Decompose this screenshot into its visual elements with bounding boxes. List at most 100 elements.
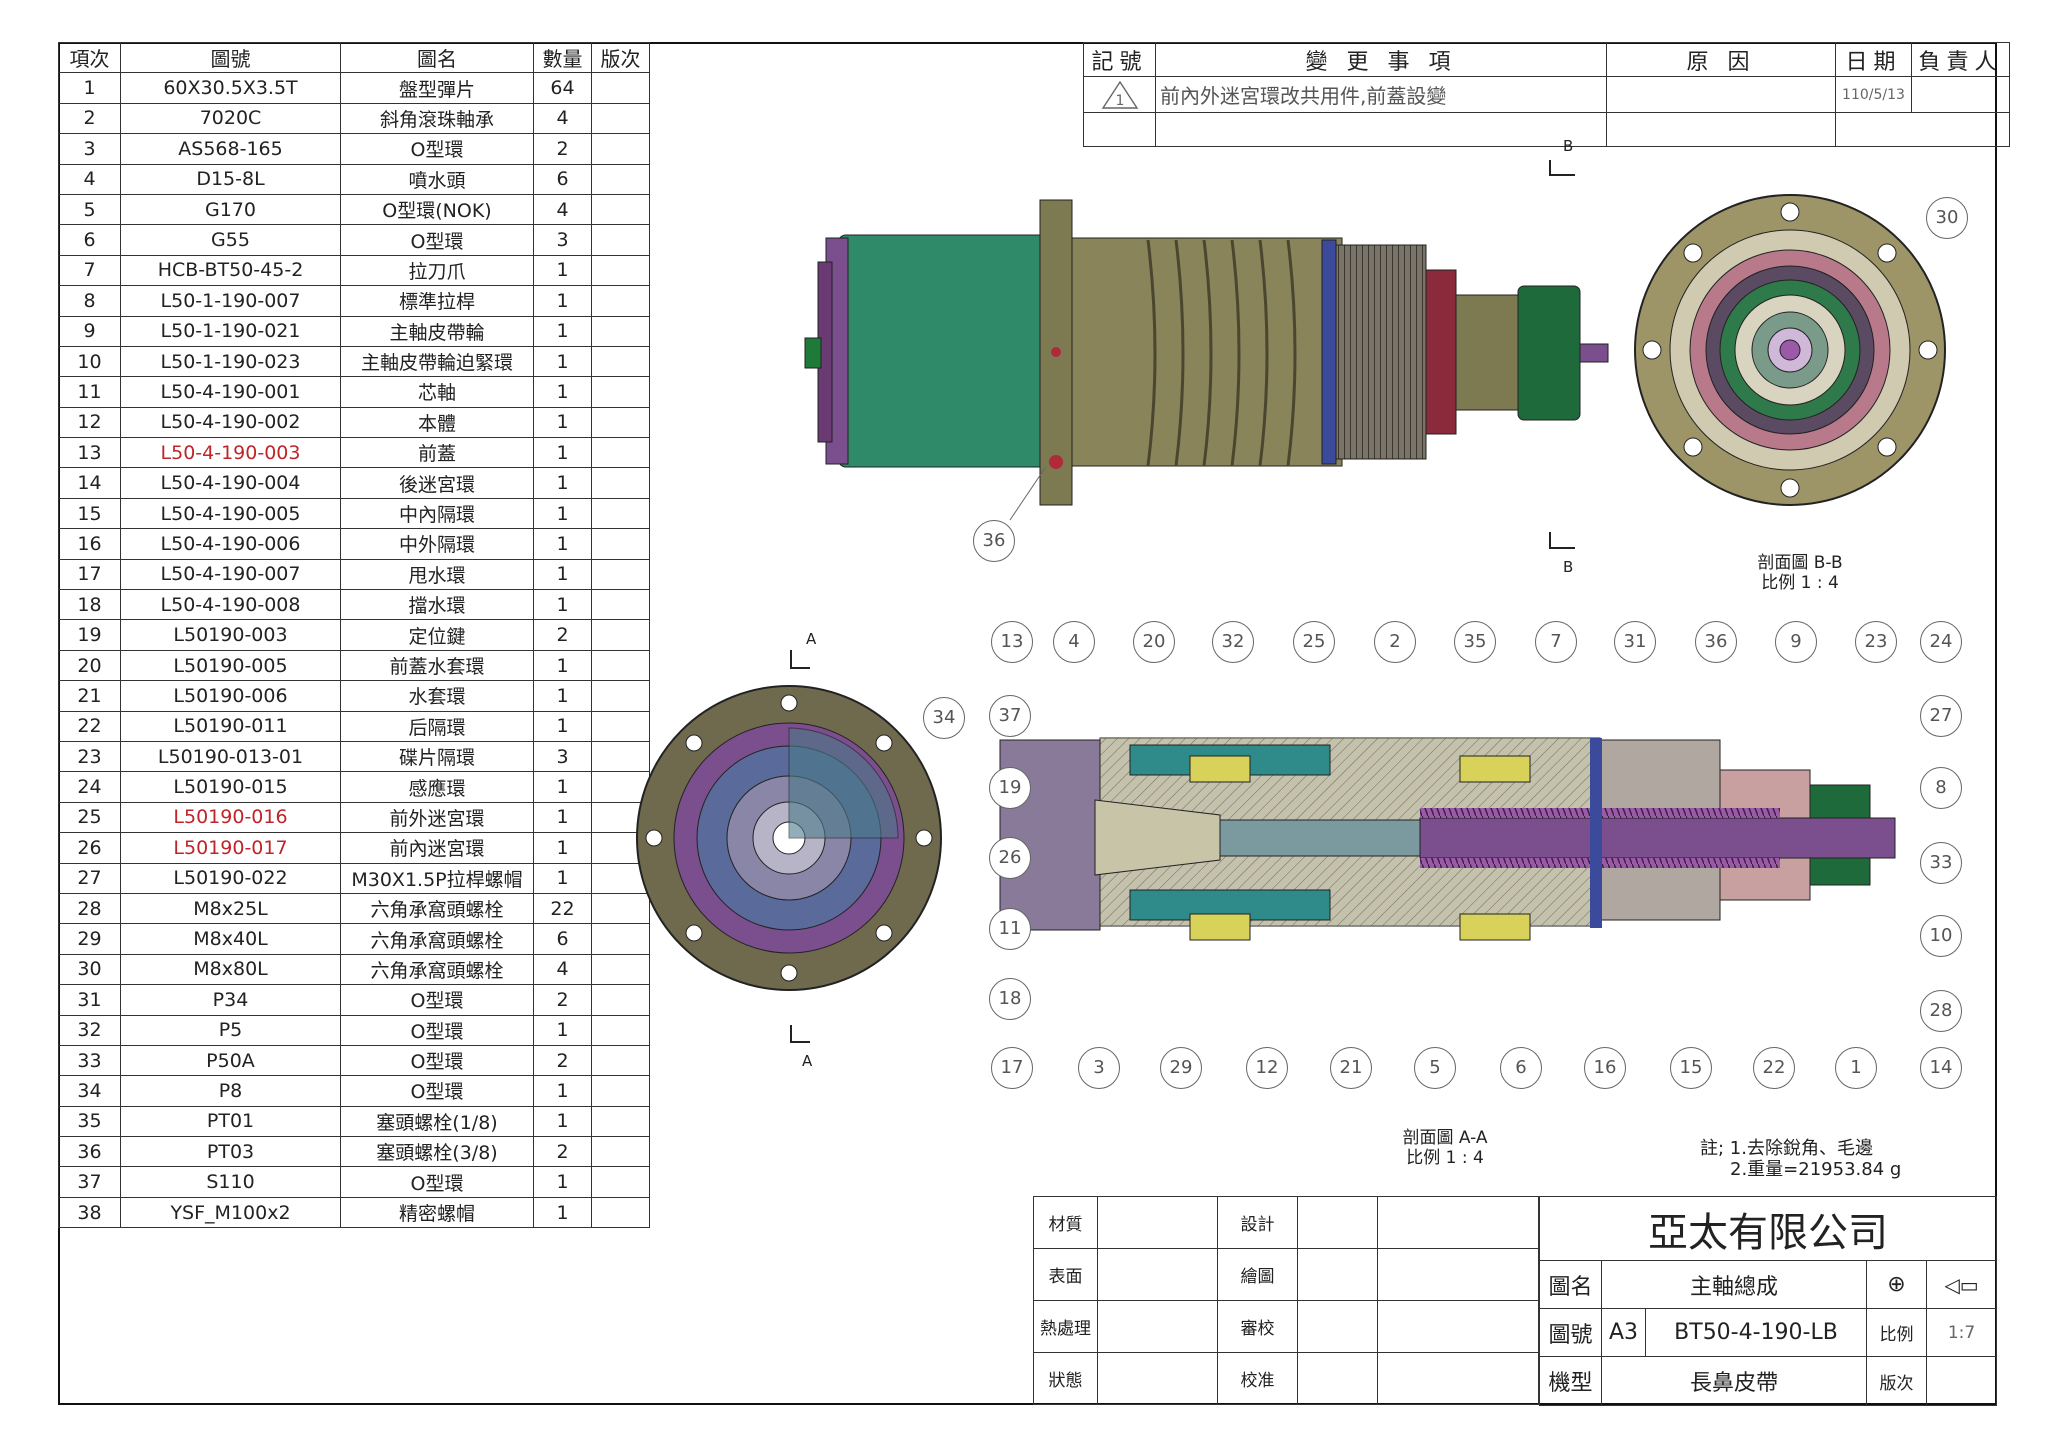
bom-cell-name: 精密螺帽 (340, 1196, 534, 1229)
bom-cell-part: L50190-022 (120, 862, 341, 894)
bom-cell-qty: 3 (533, 740, 592, 773)
balloon-35: 35 (1454, 621, 1496, 663)
bom-cell-part: L50-4-190-004 (120, 467, 341, 499)
end-view-a (636, 685, 942, 991)
crosshair-icon: ⊕ (1866, 1260, 1927, 1309)
bom-cell-part: L50190-006 (120, 680, 341, 712)
bom-cell-part: G55 (120, 224, 341, 256)
bom-cell-qty: 1 (533, 649, 592, 682)
balloon-16: 16 (1584, 1047, 1626, 1089)
bom-cell-no: 10 (58, 345, 121, 378)
bom-cell-rev (591, 497, 650, 530)
review-label: 審校 (1217, 1300, 1298, 1353)
scale-label: 比例 (1866, 1308, 1927, 1357)
revision-header-row: 記號 變 更 事 項 原 因 日期 負責人 (1083, 42, 2010, 77)
bom-cell-qty: 1 (533, 1196, 592, 1229)
balloon-11: 11 (989, 908, 1031, 950)
bom-cell-rev (591, 649, 650, 682)
name-label: 圖名 (1539, 1260, 1602, 1309)
bom-cell-qty: 4 (533, 102, 592, 135)
balloon-5: 5 (1414, 1047, 1456, 1089)
design-label: 設計 (1217, 1196, 1298, 1249)
bom-cell-rev (591, 1044, 650, 1077)
bom-cell-no: 38 (58, 1196, 121, 1229)
balloon-30: 30 (1926, 197, 1968, 239)
bom-cell-rev (591, 102, 650, 135)
balloon-34: 34 (923, 697, 965, 739)
bom-cell-name: 六角承窩頭螺栓 (340, 923, 534, 955)
section-bb-view (1634, 194, 1946, 506)
bom-cell-no: 37 (58, 1166, 121, 1198)
bom-cell-qty: 1 (533, 558, 592, 591)
bom-cell-no: 17 (58, 558, 121, 591)
bom-cell-no: 2 (58, 102, 121, 135)
bom-cell-part: L50190-017 (120, 832, 341, 864)
balloon-8: 8 (1920, 767, 1962, 809)
version-label: 版次 (1866, 1356, 1927, 1406)
bom-cell-name: 前蓋水套環 (340, 649, 534, 682)
bom-cell-qty: 1 (533, 710, 592, 742)
bom-cell-name: 塞頭螺栓(1/8) (340, 1105, 534, 1138)
bom-cell-no: 31 (58, 984, 121, 1016)
balloon-21: 21 (1330, 1047, 1372, 1089)
bom-cell-name: 本體 (340, 406, 534, 439)
bom-header-part: 圖號 (120, 41, 341, 74)
spindle-green-housing (837, 234, 1059, 468)
balloon-31: 31 (1614, 621, 1656, 663)
bom-cell-part: AS568-165 (120, 133, 341, 165)
bom-cell-no: 25 (58, 801, 121, 834)
balloon-32: 32 (1212, 621, 1254, 663)
bom-cell-name: 斜角滾珠軸承 (340, 102, 534, 135)
bom-cell-qty: 4 (533, 953, 592, 986)
balloon-9: 9 (1775, 621, 1817, 663)
spindle-drawbar-nut (1517, 285, 1581, 421)
bom-cell-qty: 4 (533, 193, 592, 226)
balloon-1: 1 (1835, 1047, 1877, 1089)
bom-cell-part: D15-8L (120, 163, 341, 195)
bom-cell-qty: 1 (533, 1014, 592, 1046)
number-label: 圖號 (1539, 1308, 1602, 1357)
bom-cell-rev (591, 315, 650, 347)
bom-cell-qty: 1 (533, 376, 592, 408)
bom-cell-qty: 1 (533, 1075, 592, 1107)
balloon-6: 6 (1500, 1047, 1542, 1089)
bom-cell-rev (591, 680, 650, 712)
bom-cell-qty: 6 (533, 163, 592, 195)
bom-cell-rev (591, 923, 650, 955)
heat-label: 熱處理 (1033, 1300, 1098, 1353)
bom-cell-part: YSF_M100x2 (120, 1196, 341, 1229)
bom-cell-part: L50-1-190-023 (120, 345, 341, 378)
bom-cell-rev (591, 984, 650, 1016)
bom-cell-name: 定位鍵 (340, 619, 534, 651)
balloon-4: 4 (1053, 621, 1095, 663)
bom-cell-name: O型環 (340, 1044, 534, 1077)
bom-cell-part: PT03 (120, 1136, 341, 1168)
bom-cell-qty: 2 (533, 984, 592, 1016)
revision-header-owner: 負責人 (1911, 42, 2010, 77)
bom-cell-name: 感應環 (340, 771, 534, 803)
bom-cell-qty: 1 (533, 285, 592, 317)
bom-cell-part: L50190-003 (120, 619, 341, 651)
revision-date-text: 110/5/13 (1835, 76, 1912, 113)
bom-cell-qty: 1 (533, 862, 592, 894)
bom-cell-part: L50-4-190-002 (120, 406, 341, 439)
bom-cell-qty: 2 (533, 1044, 592, 1077)
approve-label: 校准 (1217, 1352, 1298, 1405)
bom-cell-part: L50-4-190-003 (120, 437, 341, 469)
bom-cell-part: M8x80L (120, 953, 341, 986)
drawing-label: 繪圖 (1217, 1248, 1298, 1301)
